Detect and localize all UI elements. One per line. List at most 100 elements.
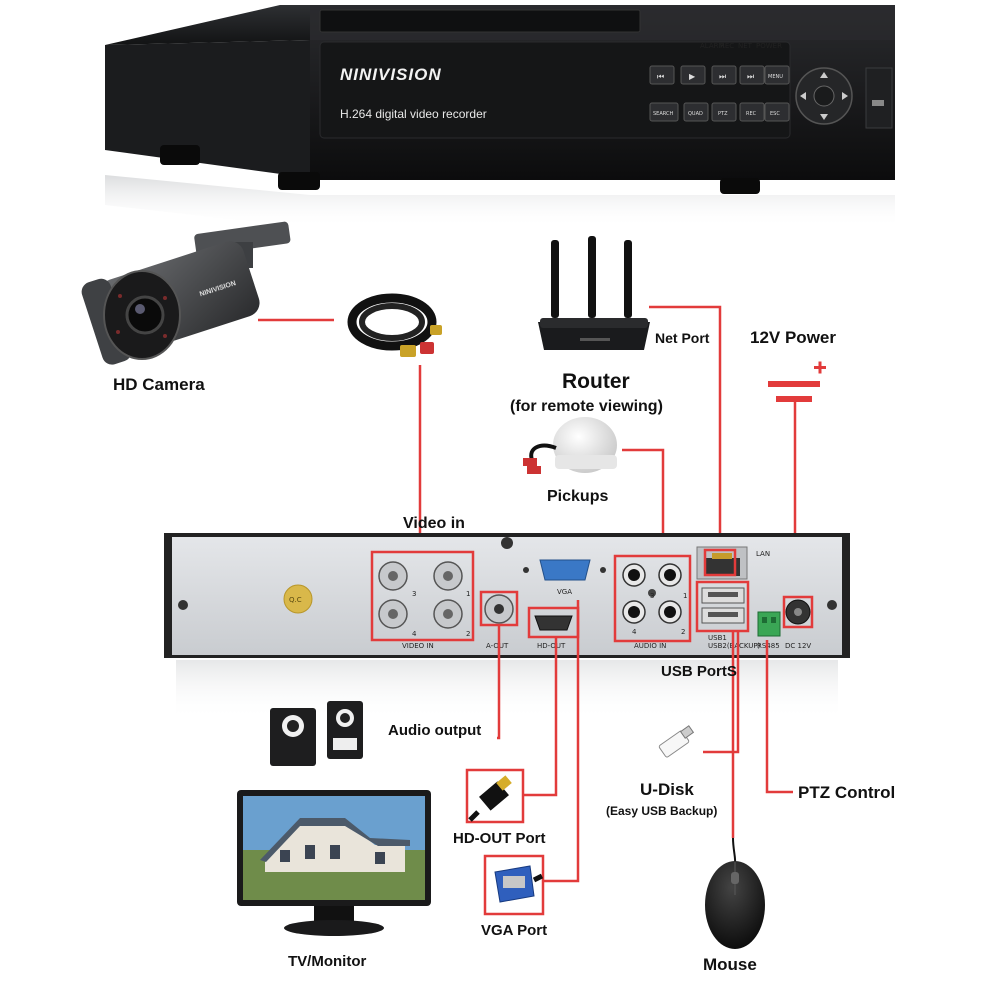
dvr-button-row-2: SEARCH QUAD PTZ REC ESC [649, 102, 790, 122]
mouse-label: Mouse [703, 955, 757, 974]
menu-button-label: MENU [768, 74, 783, 80]
quad-button[interactable] [683, 102, 709, 122]
hd-out-port-label: HD-OUT Port [453, 830, 546, 847]
qc-sticker: Q.C [289, 596, 302, 604]
rewind-button[interactable] [649, 65, 675, 85]
ptz-button[interactable] [711, 102, 737, 122]
dc12v-panel-label: DC 12V [785, 642, 811, 650]
dc-highlight-box [782, 595, 814, 629]
play-button[interactable] [680, 65, 706, 85]
mouse-image [705, 837, 765, 949]
video-port-number-1: 1 [466, 590, 470, 598]
video-in-panel-label: VIDEO IN [402, 642, 434, 650]
router-to-lan-wire [649, 305, 722, 548]
u-disk-sub-label: (Easy USB Backup) [606, 804, 717, 818]
search-button-label: SEARCH [653, 111, 673, 117]
power-label: 12V Power [750, 328, 836, 347]
lan-highlight-box [703, 548, 737, 577]
a-out-panel-label: A-OUT [486, 642, 509, 650]
pickups-label: Pickups [547, 488, 608, 505]
usb-highlight-box [695, 580, 750, 633]
u-disk-image [658, 725, 695, 758]
ptz-control-label: PTZ Control [798, 783, 895, 802]
router-sub-label: (for remote viewing) [510, 398, 663, 415]
audio-in-highlight-box [613, 554, 692, 643]
esc-button-label: ESC [770, 111, 780, 117]
rewind-icon: ⏮ [657, 72, 664, 81]
hd-out-panel-label: HD-OUT [537, 642, 566, 650]
rec-button-label: REC [746, 111, 757, 117]
usb-to-udisk-wire [703, 631, 740, 754]
hd-camera-image: NINIVISION [81, 221, 291, 365]
menu-button[interactable] [764, 65, 790, 85]
a-out-port: A-OUT [484, 594, 514, 650]
aout-to-speaker-wire [497, 625, 501, 740]
vga-port-label: VGA Port [481, 922, 547, 939]
next-button[interactable] [739, 65, 765, 85]
usb1-panel-label: USB1 [708, 634, 727, 642]
audio-in-ports: 3 1 4 2 AUDIO IN [622, 563, 687, 650]
dvr-button-row-1: ⏮ ▶ ⏭ ⏭ MENU [649, 65, 790, 85]
rs485-to-ptz-wire [765, 640, 793, 794]
audio-port-number-4: 4 [632, 628, 637, 636]
router-label: Router [562, 370, 630, 393]
front-usb-slot [865, 67, 893, 129]
pickup-to-audio-in-wire [622, 448, 665, 556]
hdout-to-hdmi-wire [524, 637, 558, 797]
dvr-model-text: H.264 digital video recorder [340, 107, 487, 121]
nav-up-icon [820, 72, 828, 78]
net-port-label: Net Port [655, 330, 710, 346]
front-usb-icon [872, 100, 884, 106]
audio-port-number-3: 3 [650, 592, 654, 600]
video-port-number-2: 2 [466, 630, 470, 638]
video-in-ports: 3 1 4 2 VIDEO IN [378, 561, 470, 650]
rec-button[interactable] [739, 102, 765, 122]
dvr-brand-logo: NINIVISION [340, 65, 442, 84]
next-icon: ⏭ [747, 72, 754, 81]
esc-button[interactable] [764, 102, 790, 122]
vga-cable-image [483, 854, 545, 916]
dvr-indicators: ALARM REC NET POWER [700, 42, 782, 50]
nav-down-icon [820, 114, 828, 120]
nav-right-icon [842, 92, 848, 100]
indicator-net: NET [738, 42, 753, 50]
forward-icon: ⏭ [719, 72, 726, 81]
dvr-front-unit: NINIVISION H.264 digital video recorder … [105, 5, 895, 228]
u-disk-label: U-Disk [640, 780, 694, 799]
speakers-image [270, 701, 363, 766]
tv-monitor-image [237, 790, 431, 936]
play-icon: ▶ [689, 72, 696, 81]
power-symbol-icon [768, 361, 826, 402]
video-port-number-3: 3 [412, 590, 416, 598]
indicator-power: POWER [756, 42, 782, 50]
video-port-number-4: 4 [412, 630, 417, 638]
audio-in-panel-label: AUDIO IN [634, 642, 666, 650]
nav-left-icon [800, 92, 806, 100]
hdmi-cable-image [465, 768, 525, 824]
quad-button-label: QUAD [688, 111, 703, 117]
rs485-panel-label: RS485 [757, 642, 780, 650]
hd-camera-label: HD Camera [113, 375, 205, 394]
camera-cable-image [347, 293, 442, 357]
lan-panel-label: LAN [756, 550, 770, 558]
video-in-label: Video in [403, 515, 465, 532]
search-button[interactable] [649, 102, 679, 122]
vga-panel-label: VGA [557, 588, 572, 596]
dc-power-port: DC 12V [785, 599, 811, 650]
usb-ports-label: USB PortS [661, 663, 737, 680]
audio-port-number-1: 1 [683, 592, 687, 600]
ptz-button-label: PTZ [718, 111, 728, 117]
router-image [538, 236, 650, 350]
usb2-panel-label: USB2(BACKUP) [708, 642, 761, 650]
navigation-wheel[interactable] [795, 67, 853, 125]
forward-button[interactable] [711, 65, 737, 85]
audio-output-label: Audio output [388, 722, 481, 739]
dvr-rear-panel: Q.C 3 1 4 2 VIDEO IN A-OUT [164, 533, 850, 720]
indicator-alarm: ALARM [700, 42, 725, 50]
audio-port-number-2: 2 [681, 628, 685, 636]
video-in-highlight-box [370, 550, 475, 642]
usb-ports: USB1 USB2(BACKUP) [701, 587, 761, 650]
indicator-rec: REC [720, 42, 734, 50]
vga-to-vga-cable-wire [543, 600, 580, 883]
